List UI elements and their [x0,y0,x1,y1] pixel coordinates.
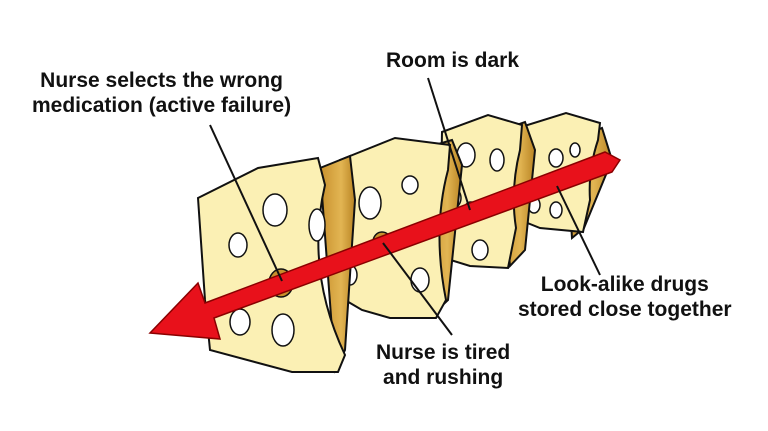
leader-lines [209,77,601,336]
label-look-alike-line1: Look-alike drugs [540,273,709,296]
leader-look-alike [556,185,601,276]
leader-room-dark [427,77,471,211]
label-look-alike: Look-alike drugs stored close together [518,272,732,322]
label-look-alike-line2: stored close together [518,298,732,321]
label-tired-line2: and rushing [383,366,504,389]
label-tired: Nurse is tired and rushing [376,340,510,390]
label-room-dark: Room is dark [386,48,519,73]
label-active-failure-line1: Nurse selects the wrong [40,69,283,92]
leader-tired [382,242,453,336]
label-room-dark-line1: Room is dark [386,49,520,72]
label-active-failure-line2: medication (active failure) [32,94,292,117]
label-active-failure: Nurse selects the wrong medication (acti… [32,68,291,118]
leader-active-failure [209,124,283,282]
label-tired-line1: Nurse is tired [376,341,511,364]
